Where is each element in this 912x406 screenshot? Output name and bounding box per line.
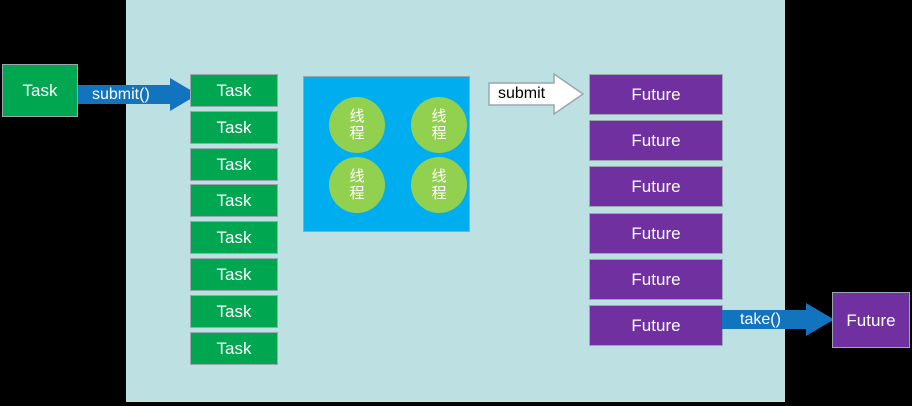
- thread-label-line1: 线: [431, 166, 447, 185]
- task-box[interactable]: Task: [190, 294, 278, 328]
- submit-arrow-label: submit: [498, 85, 546, 102]
- future-box[interactable]: Future: [589, 212, 723, 254]
- take-arrow: take(): [722, 303, 834, 336]
- task-box-label: Task: [216, 81, 252, 100]
- task-box[interactable]: Task: [190, 74, 278, 107]
- thread-circle[interactable]: 线程: [411, 97, 467, 153]
- future-box-label: Future: [631, 269, 681, 289]
- task-box-label: Task: [216, 228, 252, 248]
- submit-paren-arrow-label: submit(): [92, 85, 150, 103]
- thread-label-line1: 线: [431, 106, 447, 125]
- submit-paren-arrow: submit(): [78, 78, 198, 111]
- task-box[interactable]: Task: [190, 331, 278, 365]
- future-box-label: Future: [631, 223, 681, 243]
- thread-label-line1: 线: [349, 106, 365, 125]
- thread-label-line2: 程: [349, 184, 365, 202]
- task-box-label: Task: [216, 191, 252, 211]
- future-box-label: Future: [631, 316, 681, 335]
- thread-label-line2: 程: [349, 124, 365, 142]
- take-arrow-label: take(): [740, 310, 781, 328]
- task-box[interactable]: Task: [190, 147, 278, 181]
- thread-pool: 线程线程线程线程: [303, 76, 470, 232]
- task-box-label: Task: [216, 338, 252, 358]
- task-box[interactable]: Task: [190, 184, 278, 218]
- result-future-box[interactable]: Future: [832, 292, 910, 348]
- result-future-label: Future: [846, 310, 896, 330]
- task-box-label: Task: [216, 265, 252, 284]
- task-box-label: Task: [216, 117, 252, 137]
- thread-label-line2: 程: [431, 124, 447, 142]
- future-box[interactable]: Future: [589, 74, 723, 115]
- future-box[interactable]: Future: [589, 120, 723, 162]
- future-box[interactable]: Future: [589, 166, 723, 208]
- thread-circle[interactable]: 线程: [329, 157, 385, 213]
- thread-circle[interactable]: 线程: [411, 157, 467, 213]
- source-task-box[interactable]: Task: [2, 64, 78, 117]
- thread-label-line1: 线: [349, 166, 365, 185]
- take-arrow-shape: [722, 303, 834, 336]
- future-box[interactable]: Future: [589, 305, 723, 346]
- future-box-label: Future: [631, 85, 681, 104]
- future-box-label: Future: [631, 177, 681, 197]
- task-box-label: Task: [216, 154, 252, 174]
- submit-arrow: submit: [488, 73, 584, 115]
- task-box[interactable]: Task: [190, 258, 278, 291]
- future-box-label: Future: [631, 131, 681, 151]
- thread-label-line2: 程: [431, 184, 447, 202]
- thread-circle[interactable]: 线程: [329, 97, 385, 153]
- future-box[interactable]: Future: [589, 258, 723, 300]
- submit-arrow-shape: [488, 73, 584, 115]
- task-box[interactable]: Task: [190, 221, 278, 255]
- submit-paren-arrow-shape: [78, 78, 198, 111]
- task-box[interactable]: Task: [190, 110, 278, 144]
- task-box-label: Task: [216, 301, 252, 321]
- source-task-label: Task: [22, 81, 58, 100]
